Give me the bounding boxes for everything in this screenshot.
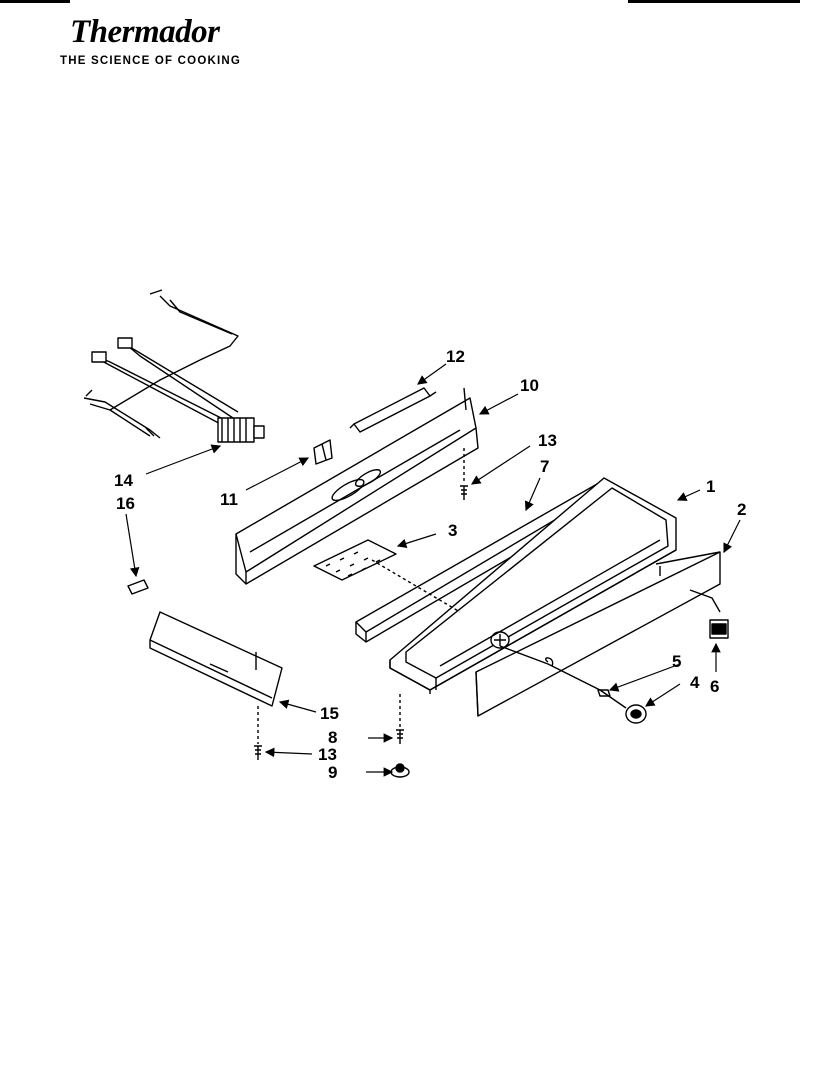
wiring-harness	[83, 289, 265, 443]
callout-1: 1	[706, 477, 715, 496]
brand-tagline: THE SCIENCE OF COOKING	[60, 55, 242, 67]
callout-7: 7	[540, 457, 549, 476]
callout-14: 14	[114, 471, 133, 490]
callout-8: 8	[328, 728, 337, 747]
callout-13-bottom: 13	[318, 745, 337, 764]
callout-3: 3	[448, 521, 457, 540]
callout-5: 5	[672, 652, 681, 671]
callout-16: 16	[116, 494, 135, 513]
callout-10: 10	[520, 376, 539, 395]
leader-lines	[125, 363, 741, 777]
lower-bracket	[149, 611, 283, 707]
mounting-plate	[313, 539, 397, 581]
callout-13-top: 13	[538, 431, 557, 450]
control-knob	[499, 645, 647, 724]
callout-15: 15	[320, 704, 339, 723]
main-housing	[389, 477, 677, 694]
rocker-switch	[689, 589, 729, 639]
brand-logo: Thermador	[70, 14, 220, 50]
callout-2: 2	[737, 500, 746, 519]
callout-9: 9	[328, 763, 337, 782]
screws-and-foot	[254, 448, 468, 778]
front-panel	[475, 551, 721, 717]
small-clip	[127, 579, 149, 595]
top-right-rule	[628, 0, 800, 3]
top-mounting-bracket	[235, 387, 479, 585]
top-left-rule	[0, 0, 70, 3]
light-tube	[349, 387, 437, 433]
callout-4: 4	[690, 673, 700, 692]
callout-6: 6	[710, 677, 719, 696]
callout-11: 11	[220, 490, 238, 509]
light-clip	[313, 439, 333, 465]
callout-12: 12	[446, 347, 465, 366]
